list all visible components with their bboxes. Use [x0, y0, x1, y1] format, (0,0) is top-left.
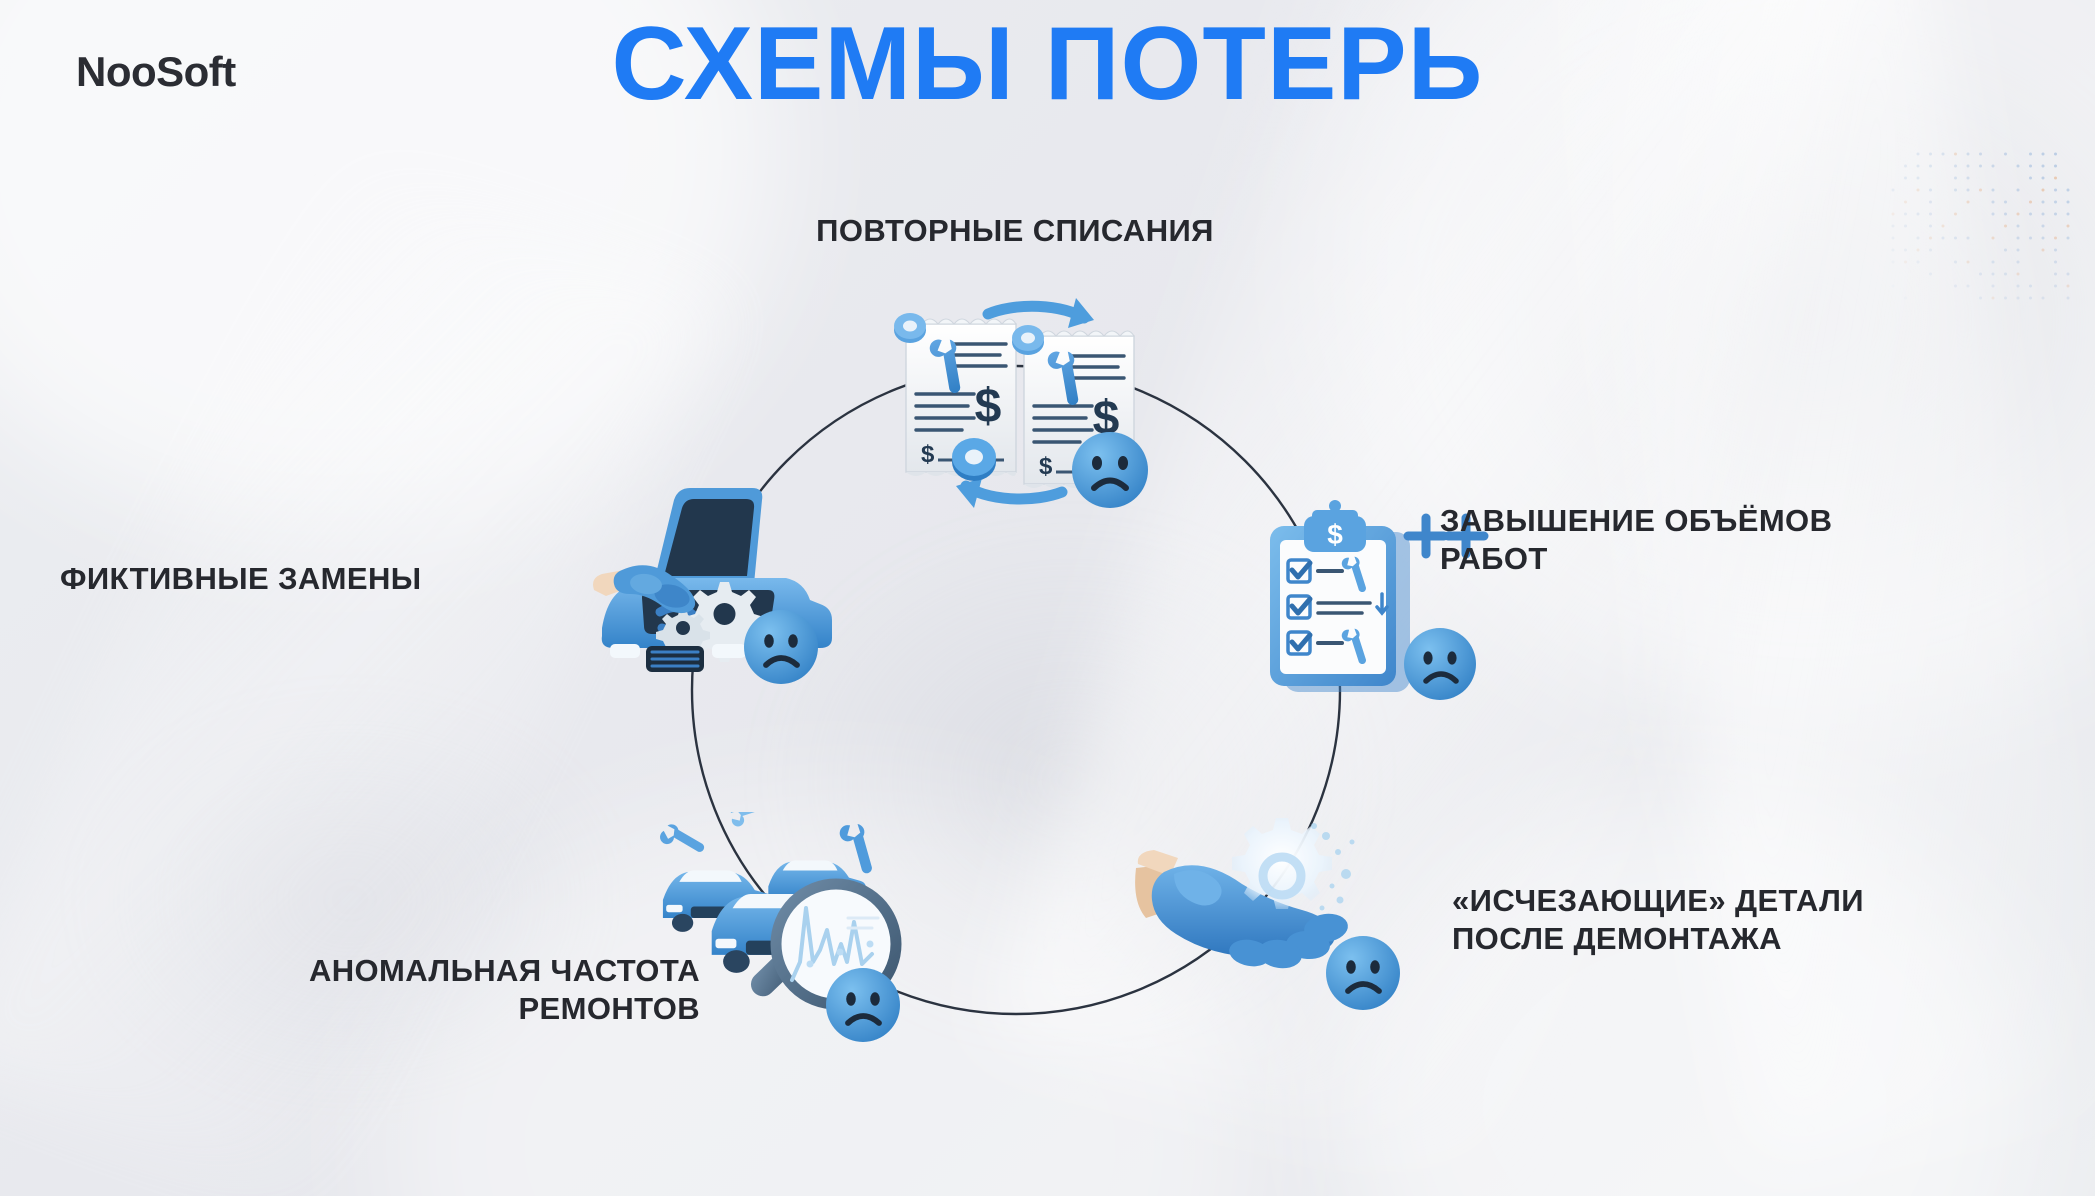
node-duplicate-write-offs: $ $ [876, 282, 1166, 512]
dollar-badge-icon: $ [1304, 500, 1366, 552]
sad-face-icon [826, 968, 900, 1042]
svg-text:$: $ [921, 441, 935, 468]
wrench-icon [727, 812, 769, 834]
sad-face-icon [1326, 936, 1400, 1010]
open-hood [654, 488, 762, 584]
svg-text:$: $ [1327, 519, 1343, 550]
node-label-duplicate-write-offs: ПОВТОРНЫЕ СПИСАНИЯ [735, 212, 1295, 250]
sad-face-icon [1404, 628, 1476, 700]
node-label-abnormal-repair-frequency: АНОМАЛЬНАЯ ЧАСТОТА РЕМОНТОВ [100, 952, 700, 1028]
duplicate-invoices-icon: $ $ [876, 282, 1166, 512]
node-label-inflated-work-volumes: ЗАВЫШЕНИЕ ОБЪЁМОВ РАБОТ [1440, 502, 2000, 578]
dissolving-gear-icon [1232, 818, 1332, 909]
sad-face-icon [1072, 432, 1148, 508]
hand-vanishing-gear-icon [1130, 812, 1410, 1032]
svg-text:$: $ [975, 380, 1002, 433]
wrench-icon [657, 816, 706, 864]
node-fictitious-replacements [588, 478, 848, 693]
node-vanishing-parts [1130, 812, 1410, 1032]
node-label-vanishing-parts: «ИСЧЕЗАЮЩИЕ» ДЕТАЛИ ПОСЛЕ ДЕМОНТАЖА [1452, 882, 2022, 958]
svg-text:$: $ [1039, 453, 1053, 480]
car-open-hood-gears-icon [588, 478, 848, 693]
node-label-fictitious-replacements: ФИКТИВНЫЕ ЗАМЕНЫ [60, 560, 580, 598]
sad-face-icon [744, 610, 818, 684]
